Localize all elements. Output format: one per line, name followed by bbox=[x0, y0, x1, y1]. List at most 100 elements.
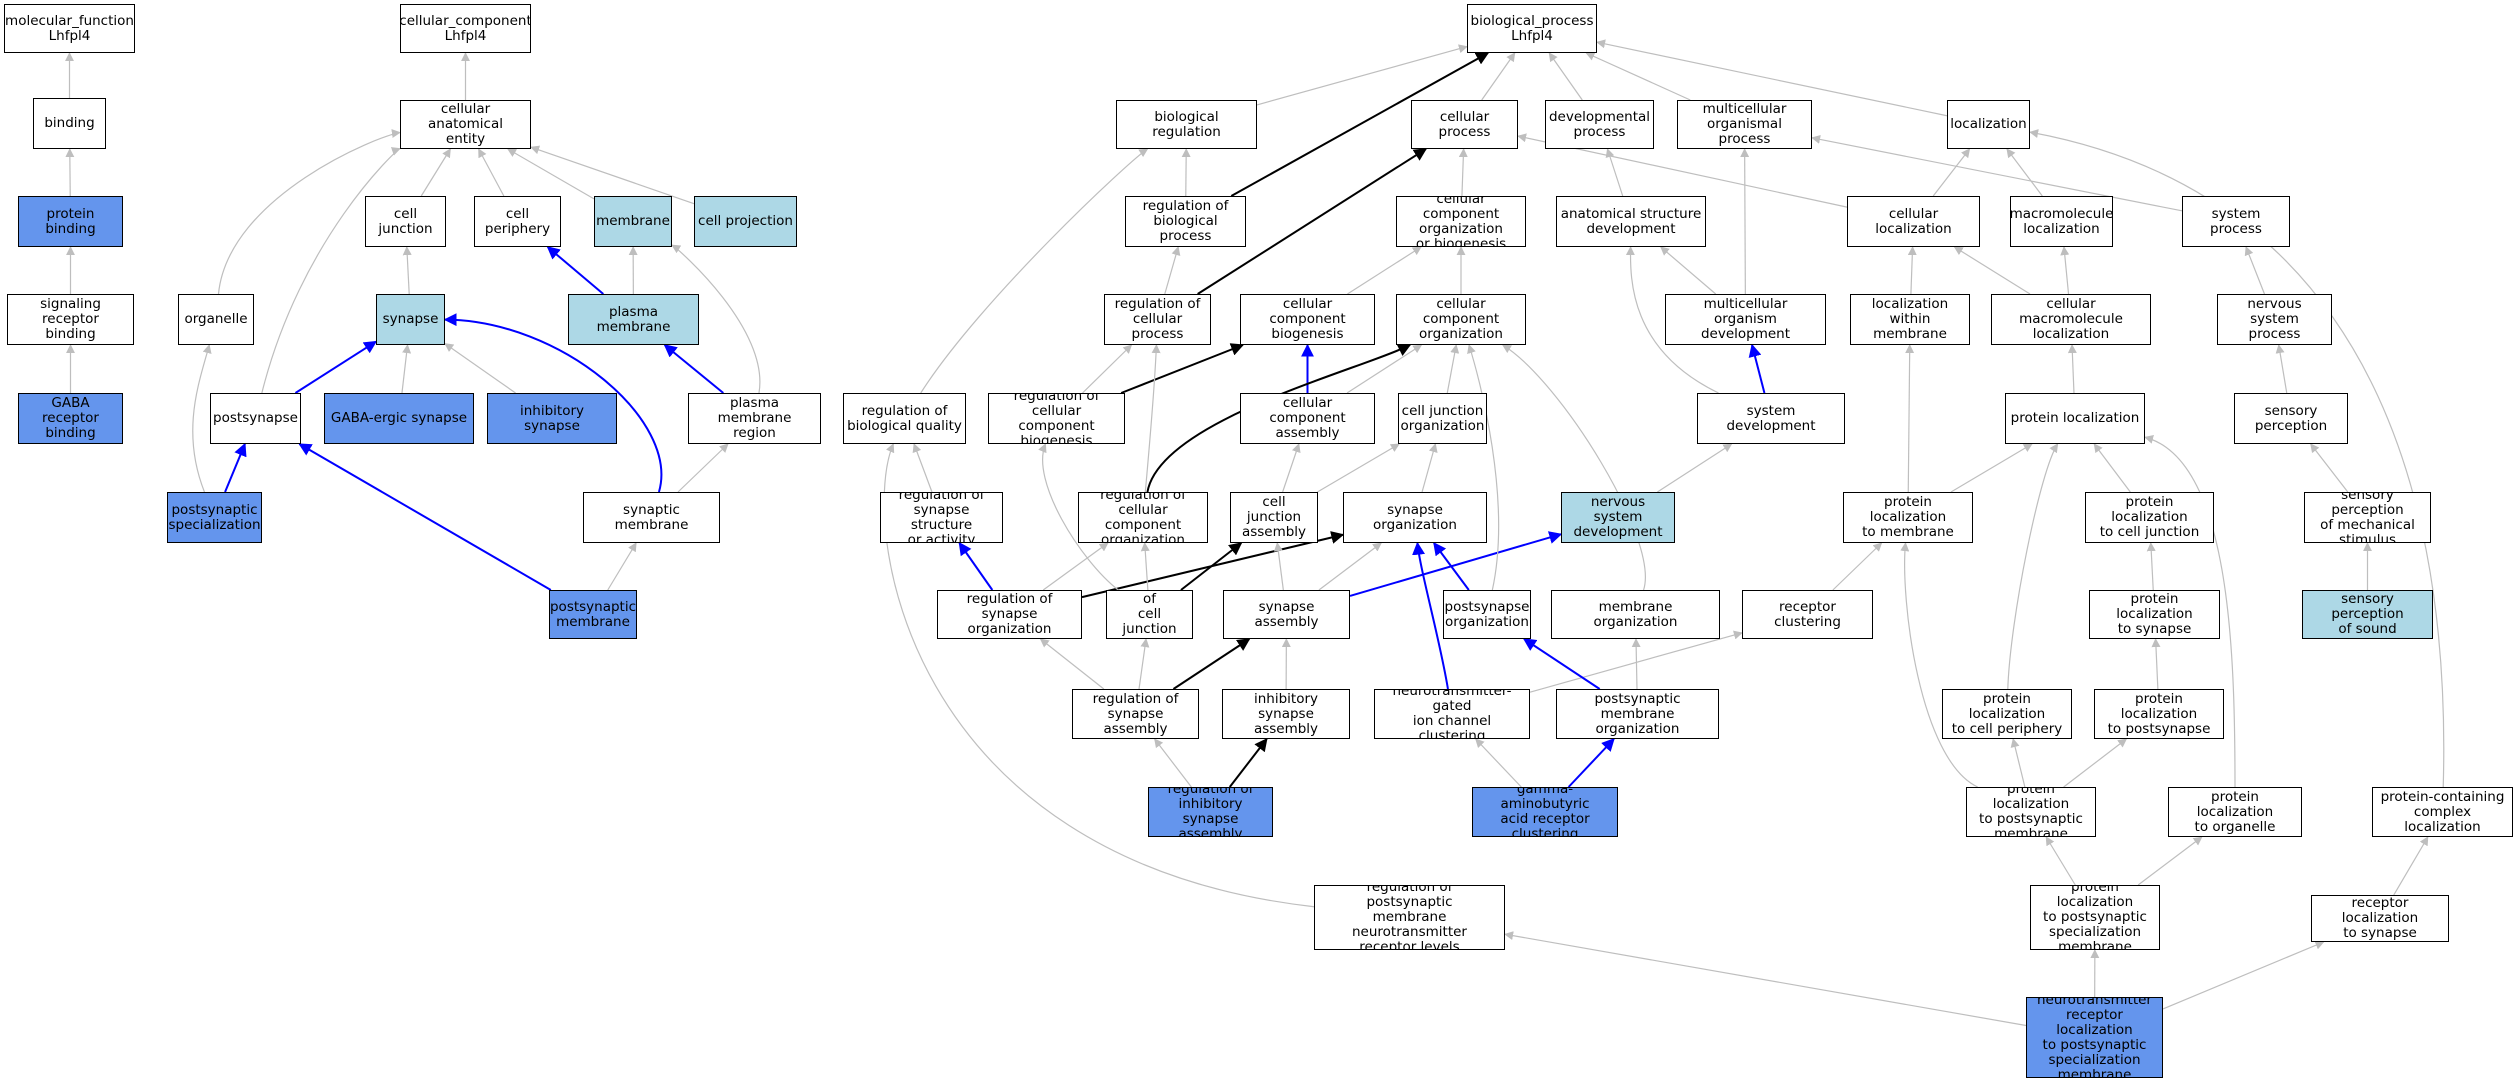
edge-postsynapse-organization-to-cellular-component-organization bbox=[1467, 344, 1500, 591]
edge-regulation-of-inhibitory-synapse-assembly-to-inhibitory-synapse-assembly bbox=[1228, 737, 1268, 788]
go-term-regulation-of-cco: regulation of cellular component organiz… bbox=[1078, 492, 1208, 543]
go-term-localization: localization bbox=[1947, 100, 2030, 149]
go-term-regulation-of-synapse-structure: regulation of synapse structure or activ… bbox=[880, 492, 1003, 543]
edge-plasma-membrane-region-to-plasma-membrane bbox=[663, 344, 724, 394]
go-term-protein-binding: protein binding bbox=[18, 196, 123, 247]
edge-receptor-clustering-to-protein-localization-to-membrane bbox=[1832, 542, 1883, 591]
go-term-inhibitory-synapse-assembly: inhibitory synapse assembly bbox=[1222, 689, 1350, 739]
edge-regulation-of-cellular-process-to-cellular-process bbox=[1197, 148, 1428, 295]
go-term-protein-localization-to-cell-junction: protein localization to cell junction bbox=[2085, 492, 2214, 543]
edge-protein-localization-to-membrane-to-localization-within-membrane bbox=[1905, 344, 1915, 493]
go-term-cellular-anatomical-entity: cellular anatomical entity bbox=[400, 100, 531, 149]
go-term-receptor-localization-to-synapse: receptor localization to synapse bbox=[2311, 895, 2449, 942]
edge-multicellular-organism-development-to-anatomical-structure-development bbox=[1660, 246, 1717, 295]
go-term-synaptic-membrane: synaptic membrane bbox=[583, 492, 720, 543]
go-term-membrane-organization: membrane organization bbox=[1551, 590, 1720, 639]
edge-regulation-of-postsynaptic-membrane-ntr-levels-to-regulation-of-biological-quality bbox=[883, 443, 1315, 908]
edge-gaba-receptor-clustering-to-ntgicc bbox=[1475, 738, 1522, 788]
edge-cell-junction-to-cellular-anatomical-entity bbox=[420, 148, 451, 197]
go-term-synapse: synapse bbox=[376, 294, 445, 345]
go-term-sensory-perception-of-sound: sensory perception of sound bbox=[2302, 590, 2433, 639]
go-term-cell-periphery: cell periphery bbox=[474, 196, 561, 247]
edge-cell-junction-organization-to-cellular-component-organization bbox=[1446, 344, 1460, 394]
edge-protein-localization-to-organelle-to-protein-localization bbox=[2144, 435, 2236, 788]
go-term-bp-root: biological_process Lhfpl4 bbox=[1467, 4, 1597, 53]
go-term-macromolecule-localization: macromolecule localization bbox=[2010, 196, 2113, 247]
go-term-cc-root: cellular_component Lhfpl4 bbox=[400, 4, 531, 53]
edge-protein-localization-to-postsynaptic-membrane-to-protein-localization-to-cell-periphery bbox=[2010, 738, 2026, 788]
go-term-ntgicc: neurotransmitter-gated ion channel clust… bbox=[1374, 689, 1530, 739]
edge-postsynaptic-membrane-to-synaptic-membrane bbox=[607, 542, 637, 591]
edge-regulation-of-cell-junction-assembly-to-regulation-of-ccb bbox=[1038, 443, 1119, 591]
go-term-regulation-of-postsynaptic-membrane-ntr-levels: regulation of postsynaptic membrane neur… bbox=[1314, 885, 1505, 950]
edge-membrane-to-cellular-anatomical-entity bbox=[507, 148, 595, 200]
edge-system-process-to-multicellular-organismal-process bbox=[1811, 134, 2183, 212]
edge-sensory-perception-to-nervous-system-process bbox=[2275, 344, 2288, 394]
go-term-protein-localization: protein localization bbox=[2005, 393, 2145, 444]
edge-inhibitory-synapse-to-synapse bbox=[444, 343, 516, 394]
go-term-gaba-ergic-synapse: GABA-ergic synapse bbox=[324, 393, 474, 444]
go-term-cellular-macromolecule-localization: cellular macromolecule localization bbox=[1991, 294, 2151, 345]
edge-gaba-receptor-clustering-to-postsynaptic-membrane-organization bbox=[1567, 738, 1615, 788]
edge-synaptic-membrane-to-plasma-membrane-region bbox=[677, 443, 729, 493]
edge-regulation-of-inhibitory-synapse-assembly-to-regulation-of-synapse-assembly bbox=[1154, 738, 1192, 788]
go-term-protein-localization-to-membrane: protein localization to membrane bbox=[1843, 492, 1973, 543]
edge-postsynapse-to-cellular-anatomical-entity bbox=[261, 147, 401, 394]
go-term-multicellular-organism-development: multicellular organism development bbox=[1665, 294, 1826, 345]
go-term-localization-within-membrane: localization within membrane bbox=[1850, 294, 1970, 345]
edge-protein-localization-to-postsynaptic-membrane-to-protein-localization-to-membrane bbox=[1900, 542, 1978, 788]
go-term-postsynaptic-specialization: postsynaptic specialization bbox=[167, 492, 262, 543]
edge-protein-localization-to-postsynaptic-specialization-membrane-to-protein-localization-to-postsynaptic-membrane bbox=[2045, 836, 2076, 886]
edge-cellular-localization-to-localization bbox=[1932, 148, 1971, 197]
edge-postsynaptic-membrane-to-postsynapse bbox=[298, 443, 552, 591]
edge-protein-localization-to-postsynaptic-specialization-membrane-to-protein-localization-to-organelle bbox=[2137, 836, 2203, 886]
edge-ntr-localization-to-psm-to-regulation-of-postsynaptic-membrane-ntr-levels bbox=[1504, 931, 2027, 1027]
edge-protein-localization-to-postsynaptic-membrane-to-protein-localization-to-postsynapse bbox=[2063, 738, 2128, 788]
edge-regulation-of-biological-process-to-bp-root bbox=[1230, 52, 1490, 197]
edge-postsynapse-to-synapse bbox=[294, 340, 378, 394]
go-term-biological-regulation: biological regulation bbox=[1116, 100, 1257, 149]
go-term-membrane: membrane bbox=[594, 196, 672, 247]
go-term-plasma-membrane-region: plasma membrane region bbox=[688, 393, 821, 444]
edge-postsynapse-organization-to-synapse-organization bbox=[1433, 541, 1470, 591]
edge-regulation-of-synapse-assembly-to-regulation-of-synapse-organization bbox=[1039, 638, 1105, 690]
go-term-protein-localization-to-postsynaptic-membrane: protein localization to postsynaptic mem… bbox=[1966, 787, 2096, 837]
edge-protein-localization-to-synapse-to-protein-localization-to-cell-junction bbox=[2146, 542, 2156, 591]
edge-system-development-to-multicellular-organism-development bbox=[1748, 343, 1766, 394]
edge-ntr-localization-to-psm-to-receptor-localization-to-synapse bbox=[2162, 940, 2325, 1010]
go-term-protein-localization-to-cell-periphery: protein localization to cell periphery bbox=[1942, 689, 2072, 739]
edge-anatomical-structure-development-to-developmental-process bbox=[1605, 148, 1624, 197]
edge-synapse-organization-to-cell-junction-organization bbox=[1421, 443, 1438, 493]
go-term-cellular-component-biogenesis: cellular component biogenesis bbox=[1240, 294, 1375, 345]
go-term-protein-localization-to-organelle: protein localization to organelle bbox=[2168, 787, 2302, 837]
edge-protein-localization-to-postsynapse-to-protein-localization-to-synapse bbox=[2151, 638, 2161, 690]
edge-postsynaptic-specialization-to-postsynapse bbox=[224, 442, 247, 493]
go-term-protein-localization-to-postsynaptic-specialization-membrane: protein localization to postsynaptic spe… bbox=[2030, 885, 2160, 950]
edge-postsynaptic-membrane-organization-to-membrane-organization bbox=[1631, 638, 1641, 690]
go-term-protein-localization-to-synapse: protein localization to synapse bbox=[2089, 590, 2220, 639]
go-term-protein-containing-complex-localization: protein-containing complex localization bbox=[2372, 787, 2513, 837]
edge-regulation-of-synapse-organization-to-regulation-of-synapse-structure bbox=[958, 541, 994, 591]
edge-localization-within-membrane-to-cellular-localization bbox=[1907, 246, 1917, 295]
edge-regulation-of-cellular-process-to-regulation-of-biological-process bbox=[1164, 246, 1181, 295]
go-term-ntr-localization-to-psm: neurotransmitter receptor localization t… bbox=[2026, 997, 2163, 1078]
go-term-gaba-receptor-clustering: gamma-aminobutyric acid receptor cluster… bbox=[1472, 787, 1618, 837]
go-term-regulation-of-synapse-organization: regulation of synapse organization bbox=[937, 590, 1082, 639]
go-term-ccob: cellular component organization or bioge… bbox=[1396, 196, 1526, 247]
go-term-anatomical-structure-development: anatomical structure development bbox=[1556, 196, 1706, 247]
edge-synapse-assembly-to-synapse-organization bbox=[1318, 542, 1382, 591]
edge-regulation-of-cell-junction-assembly-to-cell-junction-assembly bbox=[1180, 542, 1243, 591]
go-term-cell-junction-organization: cell junction organization bbox=[1398, 393, 1487, 444]
edge-protein-containing-complex-localization-to-localization bbox=[2029, 129, 2445, 788]
edge-cellular-component-assembly-to-cellular-component-organization bbox=[1346, 344, 1423, 394]
edge-cellular-component-biogenesis-to-ccob bbox=[1347, 246, 1422, 295]
edge-cellular-macromolecule-localization-to-cellular-localization bbox=[1953, 246, 2031, 295]
edge-ccob-to-cellular-process bbox=[1458, 148, 1468, 197]
edge-cell-projection-to-cellular-anatomical-entity bbox=[530, 145, 695, 205]
edge-regulation-of-cco-to-regulation-of-cellular-process bbox=[1144, 344, 1161, 493]
go-term-regulation-of-cellular-process: regulation of cellular process bbox=[1104, 294, 1211, 345]
edge-postsynaptic-specialization-to-organelle bbox=[192, 344, 212, 493]
go-term-system-process: system process bbox=[2182, 196, 2290, 247]
edge-protein-localization-to-cellular-macromolecule-localization bbox=[2067, 344, 2077, 394]
edge-regulation-of-biological-quality-to-biological-regulation bbox=[920, 148, 1149, 394]
